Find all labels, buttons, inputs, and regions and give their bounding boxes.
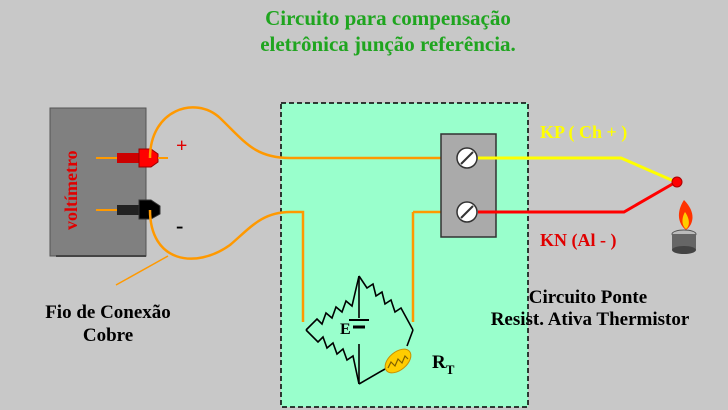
voltmeter-label: voltímetro — [61, 150, 81, 230]
resistor-top-right — [358, 275, 414, 331]
kp-label: KP ( Ch + ) — [540, 122, 627, 143]
title-line-2: eletrônica junção referência. — [260, 32, 516, 56]
screw-slot-2 — [460, 205, 474, 219]
wire-label-line-2: Cobre — [83, 325, 133, 346]
thermistor-label: RT — [432, 352, 455, 377]
thermistor-icon — [384, 348, 412, 374]
resistor-top-left — [305, 275, 360, 331]
plus-sign: + — [176, 135, 187, 157]
minus-sign: - — [176, 213, 183, 238]
hot-junction — [671, 176, 683, 188]
wire-from-thermistor — [406, 329, 414, 347]
plus-probe-shaft — [117, 153, 139, 163]
screw-slot-1 — [460, 151, 474, 165]
wire-label-line-1: Fio de Conexão — [45, 302, 171, 323]
thermistor-label-main: R — [432, 352, 446, 373]
burner-base — [672, 246, 696, 254]
minus-probe-tip — [138, 199, 161, 220]
title-line-1: Circuito para compensação — [265, 6, 511, 30]
bridge-caption-line-2: Resist. Ativa Thermistor — [491, 309, 690, 330]
voltmeter-body — [49, 107, 147, 257]
resistor-bottom-left — [305, 329, 360, 385]
flame-inner — [682, 212, 689, 229]
bridge-caption-line-1: Circuito Ponte — [529, 287, 647, 308]
thermistor-label-subscript: T — [446, 362, 455, 377]
copper-wire-minus — [148, 209, 305, 322]
thermistor-body — [384, 348, 412, 374]
positive-thermocouple-wire — [478, 156, 677, 184]
wire-label-leader — [115, 255, 169, 286]
minus-probe-shaft — [117, 205, 139, 215]
negative-thermocouple-wire — [478, 180, 677, 214]
kn-label: KN (Al - ) — [540, 230, 616, 251]
minus-probe-icon — [117, 199, 161, 220]
burner-body — [672, 234, 696, 250]
source-label: E — [340, 321, 351, 338]
thermistor-zigzag — [387, 354, 409, 369]
voltmeter: voltímetro — [49, 107, 147, 257]
wire-to-thermistor — [358, 368, 386, 385]
copper-wires — [148, 106, 458, 322]
bridge-circuit — [305, 275, 414, 385]
copper-wire-plus — [148, 106, 458, 160]
terminal-block — [440, 133, 497, 238]
flame-icon — [678, 200, 693, 230]
plus-probe-tip — [138, 148, 159, 168]
burner-icon — [671, 229, 697, 254]
